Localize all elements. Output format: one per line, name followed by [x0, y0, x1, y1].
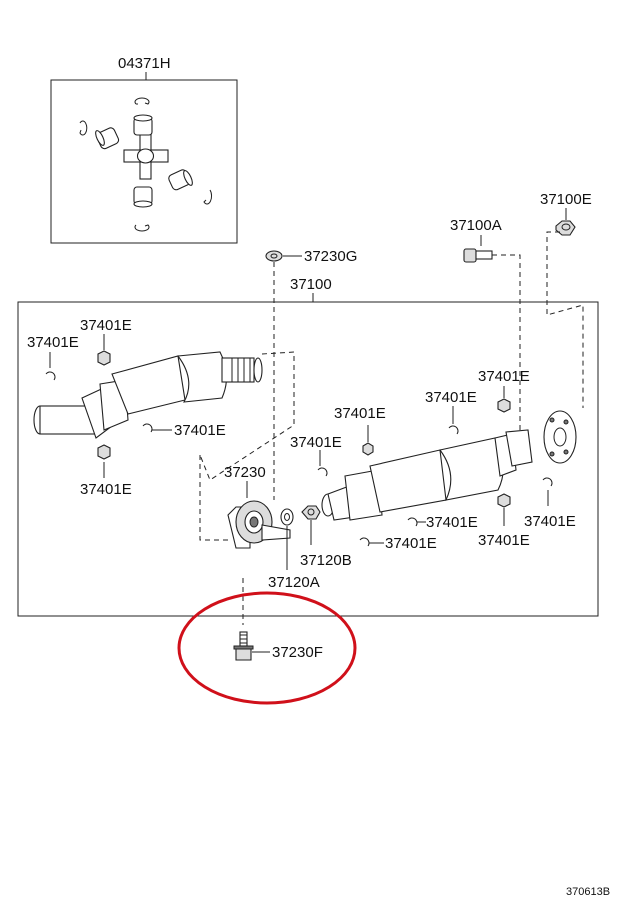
label-37401E-3: 37401E	[174, 422, 226, 439]
front-propeller-shaft	[33, 351, 295, 481]
washer-icon	[265, 250, 283, 262]
shaft-assembly-group: 37100 37401E 37401E	[17, 276, 599, 617]
reference-code: 370613B	[566, 886, 610, 898]
label-37401E-1: 37401E	[80, 317, 132, 334]
rear-grease-fittings	[317, 386, 553, 547]
universal-joint-kit-group: 04371H	[50, 55, 238, 244]
bearing-cup-bottom	[133, 186, 153, 208]
label-37401E-9: 37401E	[524, 513, 576, 530]
flange-bolt-icon	[233, 631, 254, 661]
center-bearing-37230: 37230	[224, 464, 291, 549]
nut-37120B: 37120B	[300, 505, 352, 569]
label-37120A: 37120A	[268, 574, 320, 591]
bolt-37230F-group: 37230F	[177, 578, 357, 705]
label-37401E-10: 37401E	[478, 532, 530, 549]
label-37401E-11: 37401E	[426, 514, 478, 531]
assembly-box	[17, 301, 599, 617]
label-37401E-7: 37401E	[425, 389, 477, 406]
highlight-circle	[177, 591, 357, 705]
label-37401E-8: 37401E	[478, 368, 530, 385]
label-37401E-2: 37401E	[27, 334, 79, 351]
rear-propeller-shaft	[321, 410, 577, 521]
label-37230F: 37230F	[272, 644, 323, 661]
nut-37100E-group: 37100E	[540, 191, 592, 408]
snap-rings	[79, 97, 213, 232]
spider-cross	[123, 132, 169, 180]
bearing-cup-right	[168, 169, 193, 191]
bolt-37100A-group: 37100A	[450, 217, 521, 465]
washer-37120A: 37120A	[268, 508, 320, 591]
label-37100E: 37100E	[540, 191, 592, 208]
flange-bolt-icon	[463, 248, 493, 263]
label-37230G: 37230G	[304, 248, 357, 265]
bearing-cup-top	[133, 114, 153, 136]
label-37401E-6: 37401E	[290, 434, 342, 451]
bearing-cup-left	[95, 127, 120, 150]
label-37100A: 37100A	[450, 217, 502, 234]
label-37401E-5: 37401E	[334, 405, 386, 422]
label-37120B: 37120B	[300, 552, 352, 569]
front-grease-fittings	[45, 334, 172, 478]
label-37230: 37230	[224, 464, 266, 481]
label-37401E-12: 37401E	[385, 535, 437, 552]
label-37401E-4: 37401E	[80, 481, 132, 498]
hex-nut-icon	[555, 220, 576, 236]
label-37100: 37100	[290, 276, 332, 293]
label-04371H: 04371H	[118, 55, 171, 72]
kit-box	[50, 79, 238, 244]
